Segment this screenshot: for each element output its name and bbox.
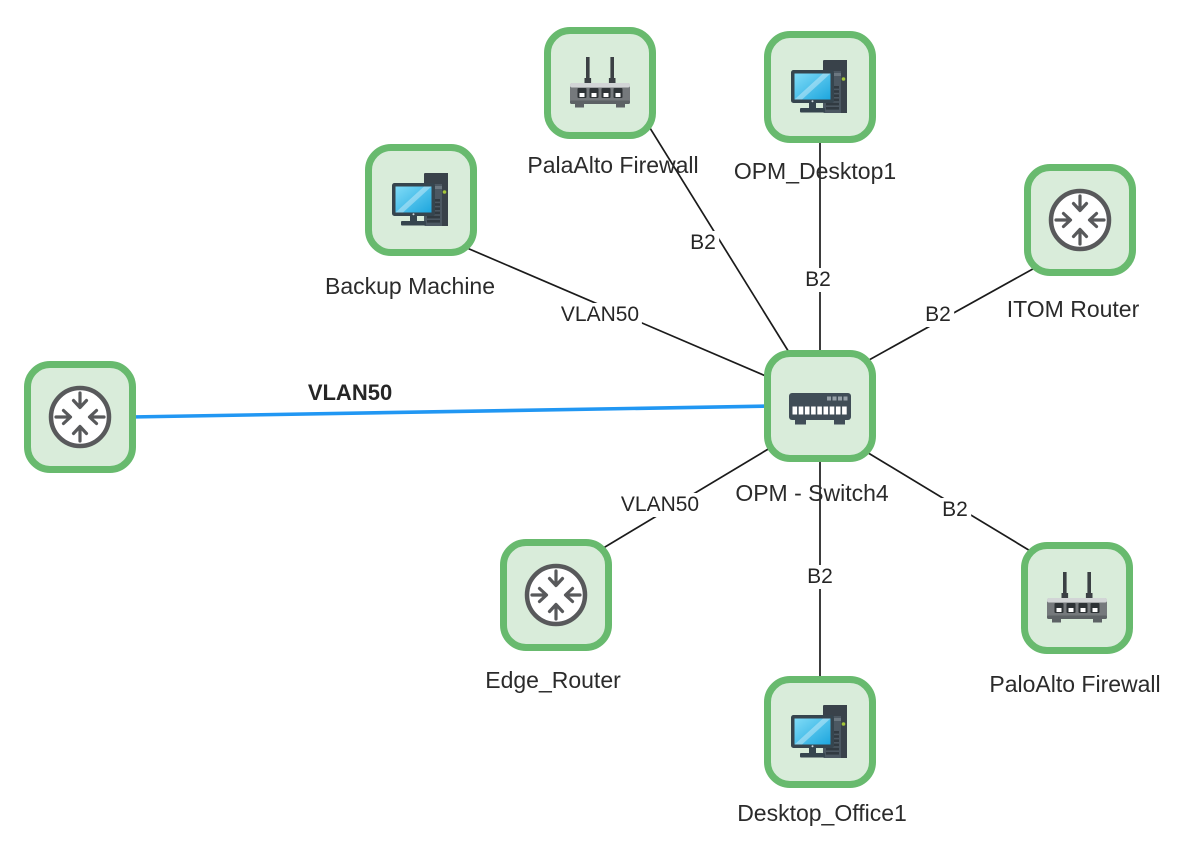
router-icon <box>48 385 112 449</box>
edge-label-b2-itom-router: B2 <box>922 303 954 327</box>
edge-label-b2-palaalto-top: B2 <box>687 231 719 255</box>
edge-label-vlan50-edge-router: VLAN50 <box>617 493 703 517</box>
node-label-palaalto-firewall-top: PalaAlto Firewall <box>527 152 699 178</box>
edge-label-vlan50-backup: VLAN50 <box>557 303 643 327</box>
node-palaalto-firewall-top[interactable] <box>544 27 656 139</box>
node-label-opm-switch4: OPM - Switch4 <box>735 480 889 506</box>
node-paloalto-firewall[interactable] <box>1021 542 1133 654</box>
edge-label-b2-desktop-office1: B2 <box>804 565 836 589</box>
edge-label-b2-paloalto-bottom: B2 <box>939 498 971 522</box>
node-label-edge-router: Edge_Router <box>485 667 621 693</box>
node-label-opm-desktop1: OPM_Desktop1 <box>733 158 897 184</box>
edge-label-b2-opm-desktop1: B2 <box>802 268 834 292</box>
router-icon <box>1048 188 1112 252</box>
node-edge-router[interactable] <box>500 539 612 651</box>
node-label-backup-machine: Backup Machine <box>324 273 496 299</box>
firewall-icon <box>570 57 630 108</box>
node-label-paloalto-firewall: PaloAlto Firewall <box>989 671 1161 697</box>
node-desktop-office1[interactable] <box>764 676 876 788</box>
desktop-icon <box>392 173 448 226</box>
router-icon <box>524 563 588 627</box>
node-label-desktop-office1: Desktop_Office1 <box>737 800 907 826</box>
link-switch-left-router-vlan50[interactable] <box>129 404 776 419</box>
node-opm-desktop1[interactable] <box>764 31 876 143</box>
desktop-icon <box>791 60 847 113</box>
desktop-icon <box>791 705 847 758</box>
link-switch-palaalto-top[interactable] <box>644 119 801 371</box>
switch-icon <box>789 393 851 425</box>
node-label-itom-router: ITOM Router <box>1006 296 1140 322</box>
firewall-icon <box>1047 572 1107 623</box>
node-opm-switch4[interactable] <box>764 350 876 462</box>
node-left-router[interactable] <box>24 361 136 473</box>
node-backup-machine[interactable] <box>365 144 477 256</box>
node-itom-router[interactable] <box>1024 164 1136 276</box>
edge-label-vlan50-left-router: VLAN50 <box>307 380 393 405</box>
